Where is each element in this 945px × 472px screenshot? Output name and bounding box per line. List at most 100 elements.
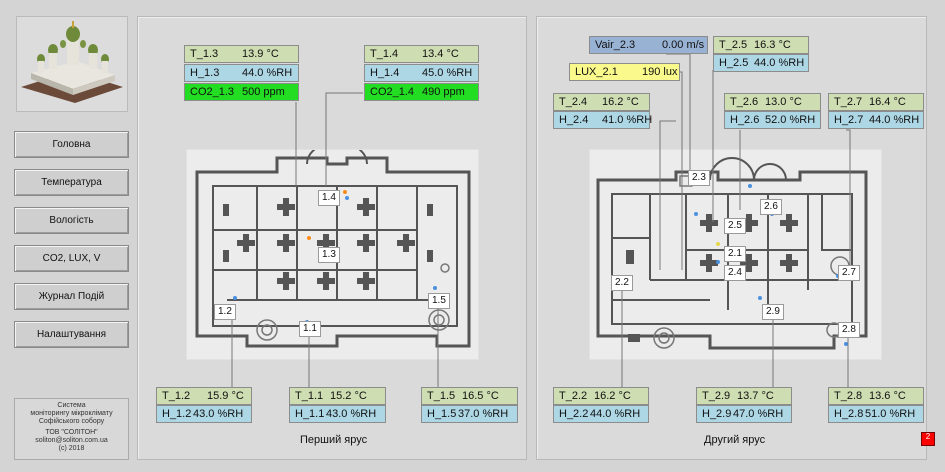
sensor-value: 16.2 °C bbox=[594, 390, 631, 402]
sensor-t-1-1[interactable]: T_1.1 15.2 °C bbox=[289, 387, 386, 405]
sensor-value: 13.4 °C bbox=[422, 48, 459, 60]
zone-label-1-3: 1.3 bbox=[318, 247, 340, 263]
sensor-value: 190 lux bbox=[642, 66, 678, 78]
zone-label-2-6: 2.6 bbox=[760, 199, 782, 215]
sensor-value: 13.0 °C bbox=[765, 96, 802, 108]
sensor-value: 0.00 m/s bbox=[662, 39, 705, 51]
cathedral-logo bbox=[16, 16, 128, 112]
info-line: Система bbox=[57, 402, 86, 409]
sensor-co2-1-4[interactable]: CO2_1.4 490 ppm bbox=[364, 83, 479, 101]
sensor-h-2-7[interactable]: H_2.7 44.0 %RH bbox=[828, 111, 924, 129]
sensor-value: 15.2 °C bbox=[330, 390, 367, 402]
zone-label-2-4: 2.4 bbox=[724, 265, 746, 281]
sensor-value: 47.0 %RH bbox=[733, 408, 784, 420]
sensor-value: 41.0 %RH bbox=[602, 114, 653, 126]
sensor-name: T_1.1 bbox=[295, 390, 324, 402]
zone-label-2-8: 2.8 bbox=[838, 322, 860, 338]
floor1-caption: Перший ярус bbox=[300, 434, 368, 446]
zone-label-1-1: 1.1 bbox=[299, 321, 321, 337]
sensor-value: 51.0 %RH bbox=[865, 408, 916, 420]
sensor-name: H_2.5 bbox=[719, 57, 749, 69]
sensor-name: T_1.3 bbox=[190, 48, 219, 60]
sensor-value: 13.9 °C bbox=[242, 48, 279, 60]
sensor-value: 52.0 %RH bbox=[765, 114, 816, 126]
info-line: ТОВ "СОЛІТОН" bbox=[45, 429, 98, 436]
sensor-value: 44.0 %RH bbox=[242, 67, 293, 79]
sensor-value: 13.6 °C bbox=[869, 390, 906, 402]
zone-label-2-1: 2.1 bbox=[724, 246, 746, 262]
sensor-value: 44.0 %RH bbox=[869, 114, 920, 126]
sensor-name: H_2.2 bbox=[559, 408, 589, 420]
sensor-t-1-4[interactable]: T_1.4 13.4 °C bbox=[364, 45, 479, 63]
sensor-name: CO2_1.3 bbox=[190, 86, 235, 98]
sensor-value: 13.7 °C bbox=[737, 390, 774, 402]
sensor-value: 43.0 %RH bbox=[193, 408, 244, 420]
sensor-name: H_2.8 bbox=[834, 408, 864, 420]
zone-label-2-3: 2.3 bbox=[688, 170, 710, 186]
menu-temperature-button[interactable]: Температура bbox=[14, 169, 129, 196]
sensor-name: H_2.4 bbox=[559, 114, 589, 126]
sensor-value: 16.5 °C bbox=[462, 390, 499, 402]
sensor-h-1-4[interactable]: H_1.4 45.0 %RH bbox=[364, 64, 479, 82]
sensor-name: T_2.2 bbox=[559, 390, 588, 402]
sensor-t-2-8[interactable]: T_2.8 13.6 °C bbox=[828, 387, 924, 405]
system-info: Система моніторингу мікроклімату Софійсь… bbox=[14, 398, 129, 460]
sensor-value: 490 ppm bbox=[422, 86, 465, 98]
menu-humidity-button[interactable]: Вологість bbox=[14, 207, 129, 234]
sensor-name: Vair_2.3 bbox=[595, 39, 636, 51]
zone-label-1-2: 1.2 bbox=[214, 304, 236, 320]
sensor-name: H_2.7 bbox=[834, 114, 864, 126]
menu-settings-button[interactable]: Налаштування bbox=[14, 321, 129, 348]
sensor-name: CO2_1.4 bbox=[370, 86, 415, 98]
zone-label-2-7: 2.7 bbox=[838, 265, 860, 281]
sensor-name: T_1.5 bbox=[427, 390, 456, 402]
sensor-name: T_1.4 bbox=[370, 48, 399, 60]
sensor-name: T_2.7 bbox=[834, 96, 863, 108]
info-line: моніторингу мікроклімату bbox=[30, 410, 113, 417]
sensor-name: T_1.2 bbox=[162, 390, 191, 402]
sensor-t-1-5[interactable]: T_1.5 16.5 °C bbox=[421, 387, 518, 405]
sensor-h-2-4[interactable]: H_2.4 41.0 %RH bbox=[553, 111, 653, 129]
sensor-lux-2-1[interactable]: LUX_2.1 190 lux bbox=[569, 63, 680, 81]
sensor-t-1-3[interactable]: T_1.3 13.9 °C bbox=[184, 45, 299, 63]
sensor-t-2-6[interactable]: T_2.6 13.0 °C bbox=[724, 93, 821, 111]
info-line: (c) 2018 bbox=[58, 445, 85, 452]
menu-home-button[interactable]: Головна bbox=[14, 131, 129, 158]
menu-event-log-button[interactable]: Журнал Подій bbox=[14, 283, 129, 310]
sensor-vair-2-3[interactable]: Vair_2.3 0.00 m/s bbox=[589, 36, 708, 54]
sensor-name: H_2.9 bbox=[702, 408, 732, 420]
sensor-name: T_2.8 bbox=[834, 390, 863, 402]
alarm-indicator[interactable]: 2 bbox=[921, 432, 935, 446]
menu-co2-lux-v-button[interactable]: CO2, LUX, V bbox=[14, 245, 129, 272]
sensor-value: 16.3 °C bbox=[754, 39, 791, 51]
zone-label-1-5: 1.5 bbox=[428, 293, 450, 309]
sensor-name: T_2.6 bbox=[730, 96, 759, 108]
sensor-name: H_1.4 bbox=[370, 67, 400, 79]
info-line: Софійського собору bbox=[38, 418, 105, 425]
sensor-name: LUX_2.1 bbox=[575, 66, 618, 78]
zone-label-2-5: 2.5 bbox=[724, 218, 746, 234]
zone-label-2-9: 2.9 bbox=[762, 304, 784, 320]
sensor-name: H_1.1 bbox=[295, 408, 325, 420]
sensor-name: H_1.5 bbox=[427, 408, 457, 420]
sensor-value: 45.0 %RH bbox=[422, 67, 473, 79]
info-line: soliton@soliton.com.ua bbox=[35, 437, 108, 444]
sensor-name: H_1.2 bbox=[162, 408, 192, 420]
sensor-t-2-2[interactable]: T_2.2 16.2 °C bbox=[553, 387, 649, 405]
floor2-caption: Другий ярус bbox=[704, 434, 766, 446]
